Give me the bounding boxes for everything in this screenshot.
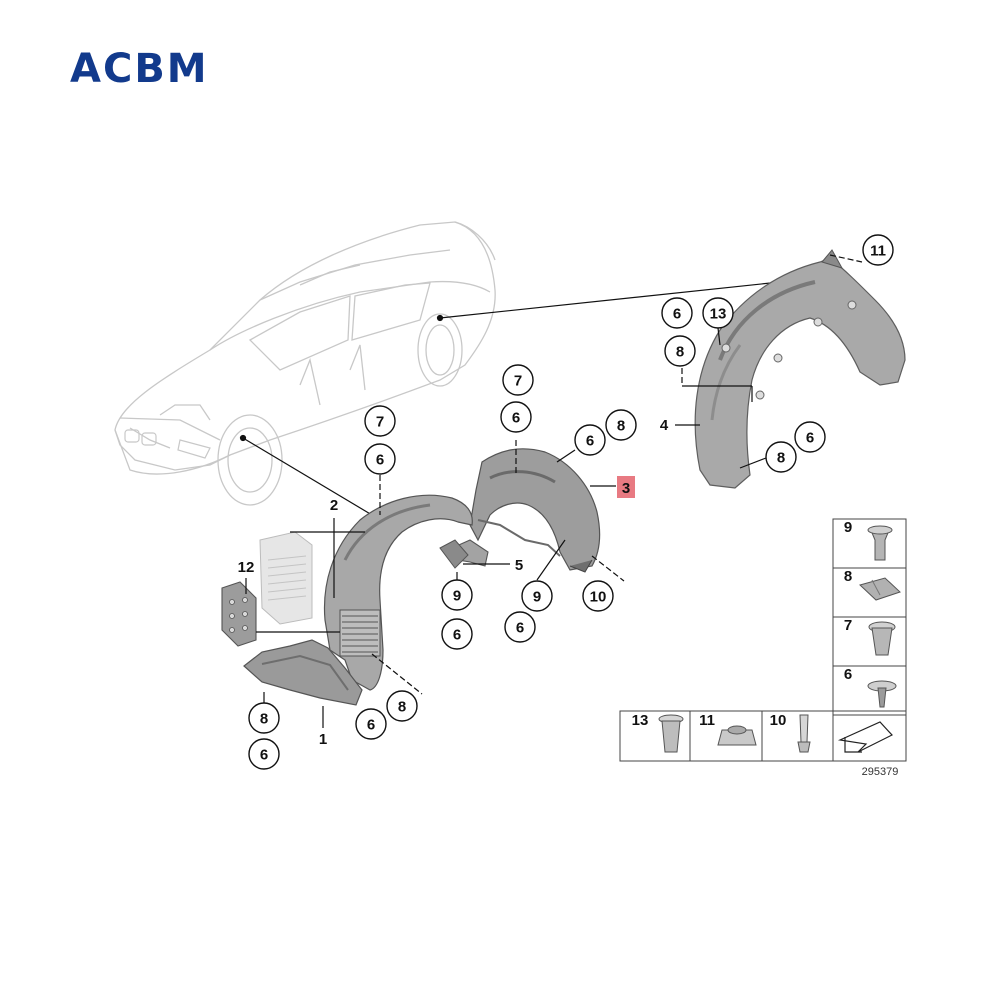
callout-number: 8 <box>260 711 268 728</box>
callout-circle <box>582 580 614 612</box>
callout-7: 7 <box>364 405 396 437</box>
car-leaders <box>239 281 781 516</box>
callout-circle <box>765 441 797 473</box>
part-1-lower-shield <box>243 639 363 706</box>
legend-number-13: 13 <box>632 712 649 729</box>
callout-number: 6 <box>806 430 814 447</box>
callout-number: 6 <box>516 620 524 637</box>
diagram-code: 295379 <box>862 766 899 778</box>
callout-6: 6 <box>248 738 280 770</box>
callout-number: 6 <box>376 452 384 469</box>
callout-8: 8 <box>386 690 418 722</box>
callout-number: 11 <box>870 243 886 260</box>
callout-13: 13 <box>702 297 734 329</box>
callout-number: 8 <box>617 418 625 435</box>
callout-circle <box>521 580 553 612</box>
callout-number: 6 <box>586 433 594 450</box>
callout-6: 6 <box>441 618 473 650</box>
legend-number-10: 10 <box>770 712 787 729</box>
callout-number: 9 <box>453 588 461 605</box>
callout-6: 6 <box>661 297 693 329</box>
callout-6: 6 <box>504 611 536 643</box>
callout-circle <box>248 738 280 770</box>
legend-number-layer: 9 8 7 6 13 11 10 <box>632 519 853 729</box>
part-3-highlight-box <box>617 476 635 498</box>
callout-number: 6 <box>367 717 375 734</box>
car-outline <box>114 221 496 506</box>
callout-6: 6 <box>500 401 532 433</box>
callout-6: 6 <box>355 708 387 740</box>
callout-9: 9 <box>521 580 553 612</box>
legend-number-6: 6 <box>844 666 852 683</box>
callout-circle <box>364 405 396 437</box>
callout-number: 10 <box>590 589 607 606</box>
callout-number: 6 <box>453 627 461 644</box>
legend-number-7: 7 <box>844 617 852 634</box>
callout-circle <box>862 234 894 266</box>
part-label-2: 2 <box>330 497 338 514</box>
callout-number: 6 <box>673 306 681 323</box>
part-label-4: 4 <box>660 417 669 434</box>
callout-circle <box>355 708 387 740</box>
callout-circle <box>504 611 536 643</box>
part-label-12: 12 <box>238 559 255 576</box>
callout-circle <box>441 579 473 611</box>
callout-circle <box>661 297 693 329</box>
callout-8: 8 <box>765 441 797 473</box>
part-4-rear-wheel-liner <box>694 249 906 489</box>
callout-8: 8 <box>605 409 637 441</box>
callout-6: 6 <box>794 421 826 453</box>
callout-number: 6 <box>512 410 520 427</box>
callout-11: 11 <box>862 234 894 266</box>
fastener-legend <box>619 518 907 762</box>
fastener-icons <box>658 525 901 753</box>
part-label-1: 1 <box>319 731 327 748</box>
part-3-label: 3 <box>622 480 630 497</box>
callout-circle <box>702 297 734 329</box>
legend-number-9: 9 <box>844 519 852 536</box>
legend-number-11: 11 <box>699 712 715 729</box>
callout-circle <box>574 424 606 456</box>
callout-circle <box>248 702 280 734</box>
callout-number: 6 <box>260 747 268 764</box>
callout-circle <box>441 618 473 650</box>
callout-number: 7 <box>376 414 384 431</box>
callout-number: 7 <box>514 373 522 390</box>
callout-number: 9 <box>533 589 541 606</box>
callout-7: 7 <box>502 364 534 396</box>
part-12-plate <box>221 581 257 647</box>
part-2-vent-panel <box>259 531 313 625</box>
car-grille <box>124 429 211 459</box>
legend-number-8: 8 <box>844 568 852 585</box>
callout-circle <box>605 409 637 441</box>
callout-9: 9 <box>441 579 473 611</box>
callout-number: 8 <box>398 699 406 716</box>
part-2-front-wheel-liner <box>323 494 473 691</box>
part-label-5: 5 <box>515 557 523 574</box>
callout-circle <box>386 690 418 722</box>
callout-circle <box>364 443 396 475</box>
brand-logo: ACBM <box>70 46 209 92</box>
callout-number: 8 <box>676 344 684 361</box>
callout-8: 8 <box>248 702 280 734</box>
callout-number: 13 <box>710 306 727 323</box>
callout-circle <box>500 401 532 433</box>
callout-circle <box>794 421 826 453</box>
callout-number: 8 <box>777 450 785 467</box>
callout-10: 10 <box>582 580 614 612</box>
callout-6: 6 <box>364 443 396 475</box>
callout-8: 8 <box>664 335 696 367</box>
part-3-front-inner-liner <box>469 448 601 573</box>
callout-circle <box>664 335 696 367</box>
callout-circle <box>502 364 534 396</box>
callout-6: 6 <box>574 424 606 456</box>
leader-lines <box>245 254 863 728</box>
